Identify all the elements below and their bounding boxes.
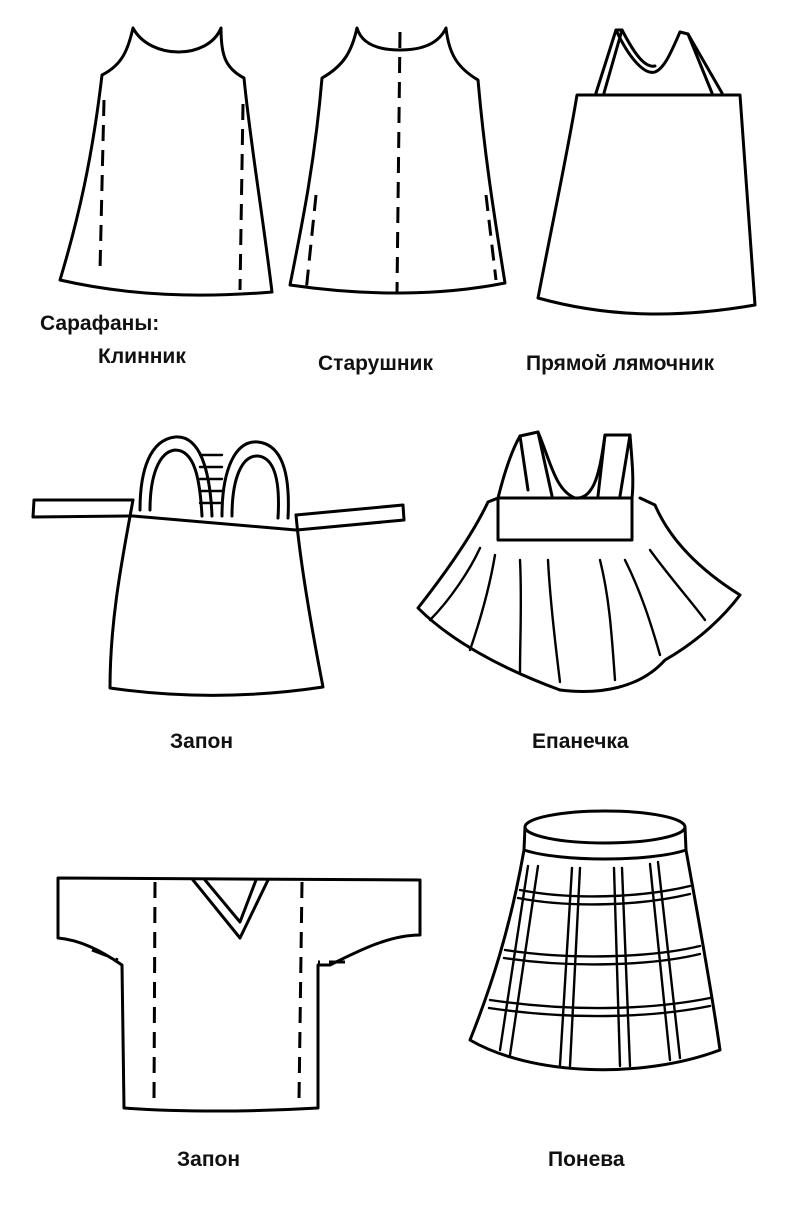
sarafany-heading: Сарафаны: <box>40 312 160 335</box>
label-zapon-2: Запон <box>177 1148 241 1171</box>
label-pryamoy-lyamochnik: Прямой лямочник <box>526 352 715 375</box>
label-epanechka: Епанечка <box>532 730 629 753</box>
label-klinnik: Клинник <box>98 345 186 368</box>
label-zapon-1: Запон <box>170 730 234 753</box>
klinnik-sarafan-drawing <box>58 26 274 297</box>
starushnik-sarafan-drawing <box>288 26 507 295</box>
pryamoy-lyamochnik-drawing <box>536 28 757 316</box>
poneva-drawing <box>468 809 722 1072</box>
zapon-1-drawing <box>31 435 406 697</box>
label-starushnik: Старушник <box>318 352 433 375</box>
label-poneva: Понева <box>548 1148 625 1171</box>
epanechka-drawing <box>416 430 742 693</box>
zapon-2-drawing <box>56 876 422 1113</box>
